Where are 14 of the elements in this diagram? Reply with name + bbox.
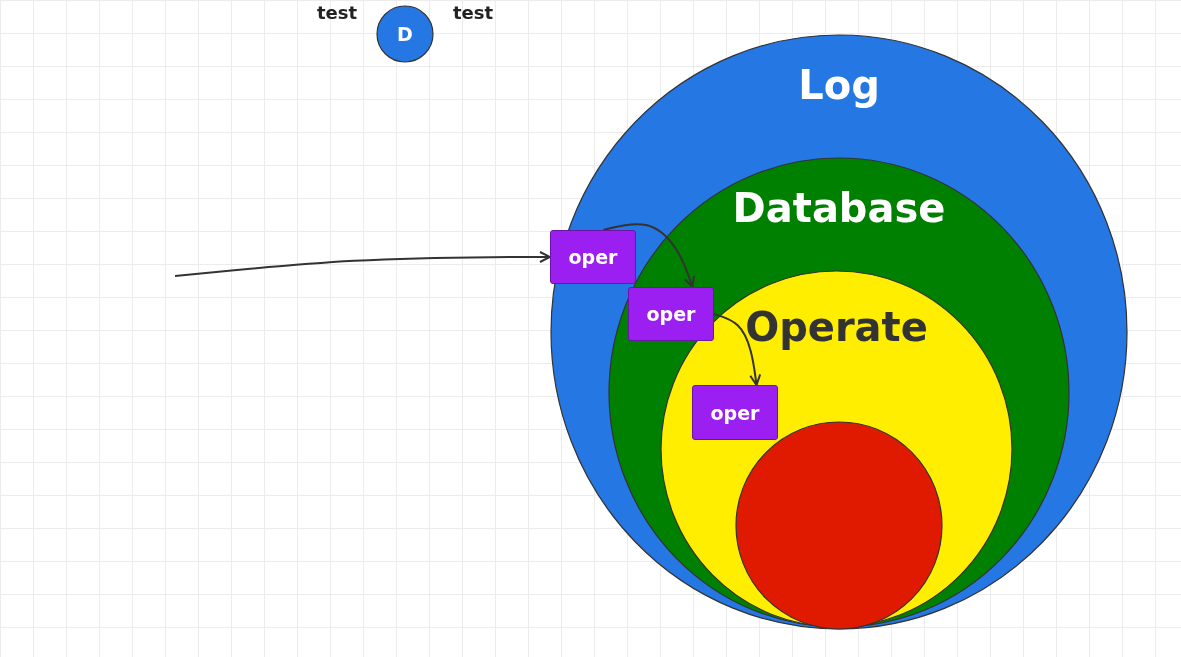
side-label: test: [453, 2, 494, 23]
region-title: Database: [732, 185, 946, 231]
side-label: test: [317, 2, 358, 23]
arrow: [713, 313, 762, 386]
operation-box: oper: [550, 230, 636, 284]
region-title: Log: [798, 62, 880, 108]
operation-box: oper: [692, 385, 778, 440]
operation-box: oper: [628, 287, 714, 341]
circle-badge: [376, 5, 434, 63]
badge-letter: D: [397, 23, 413, 45]
arrow: [174, 251, 551, 277]
outer-ellipse: [550, 34, 1128, 630]
region-title: Operate: [745, 304, 928, 350]
arrow: [602, 223, 696, 288]
